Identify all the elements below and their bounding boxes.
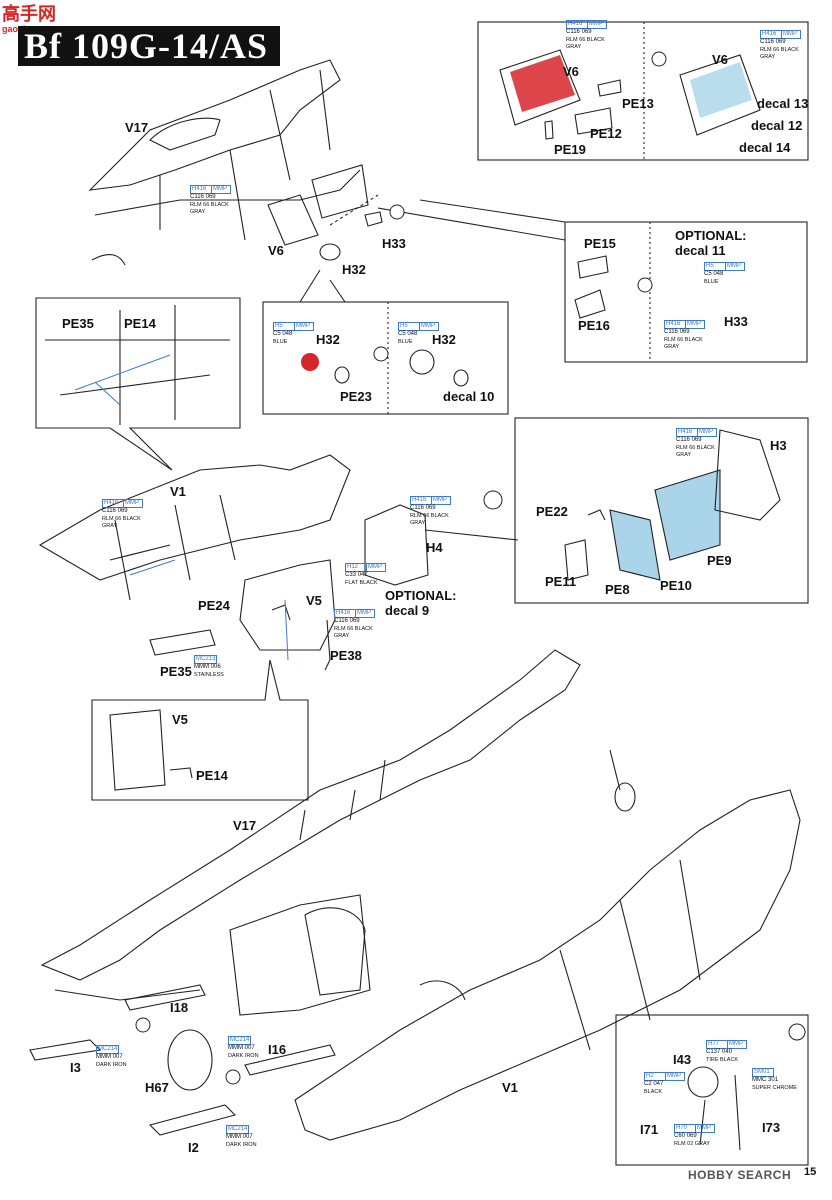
label-pe23: PE23 — [340, 389, 372, 404]
label-pe35-inset: PE35 — [62, 316, 94, 331]
label-optional-decal11: OPTIONAL: decal 11 — [675, 228, 747, 258]
label-i18: I18 — [170, 1000, 189, 1015]
label-pe8: PE8 — [605, 582, 630, 597]
label-pe9: PE9 — [707, 553, 732, 568]
label-h33: H33 — [382, 236, 406, 251]
label-v5: V5 — [306, 593, 322, 608]
page-number: 15 — [804, 1166, 817, 1178]
label-i2: I2 — [188, 1140, 199, 1155]
label-pe10: PE10 — [660, 578, 692, 593]
label-h32: H32 — [342, 262, 366, 277]
label-h32-red: H32 — [316, 332, 340, 347]
label-pe13: PE13 — [622, 96, 654, 111]
label-pe19: PE19 — [554, 142, 586, 157]
label-v17-bottom: V17 — [233, 818, 257, 833]
label-v1-mid: V1 — [170, 484, 186, 499]
label-optional-decal9: OPTIONAL: decal 9 — [385, 588, 457, 618]
footer-watermark: HOBBY SEARCH — [688, 1168, 792, 1182]
label-pe14-inset2: PE14 — [196, 768, 228, 783]
label-i73: I73 — [762, 1120, 781, 1135]
label-i43: I43 — [673, 1052, 692, 1067]
label-decal12: decal 12 — [751, 118, 803, 133]
label-pe16: PE16 — [578, 318, 610, 333]
label-v6-inset: V6 — [563, 64, 579, 79]
label-decal10: decal 10 — [443, 389, 495, 404]
label-pe11: PE11 — [545, 574, 577, 589]
label-decal13: decal 13 — [757, 96, 809, 111]
label-i71: I71 — [640, 1122, 659, 1137]
label-pe14-inset: PE14 — [124, 316, 156, 331]
label-v6: V6 — [268, 243, 284, 258]
label-pe38: PE38 — [330, 648, 362, 663]
label-h32-blue: H32 — [432, 332, 456, 347]
label-v6-inset2: V6 — [712, 52, 728, 67]
label-h3: H3 — [770, 438, 787, 453]
label-decal14: decal 14 — [739, 140, 791, 155]
label-pe24: PE24 — [198, 598, 230, 613]
label-i16: I16 — [268, 1042, 287, 1057]
label-v5-inset: V5 — [172, 712, 188, 727]
label-pe35: PE35 — [160, 664, 192, 679]
label-v17: V17 — [125, 120, 149, 135]
label-pe12: PE12 — [590, 126, 622, 141]
label-pe15: PE15 — [584, 236, 616, 251]
label-pe22: PE22 — [536, 504, 568, 519]
label-h33-optional: H33 — [724, 314, 748, 329]
watermark-logo: 高手网 — [2, 4, 56, 24]
label-h4: H4 — [426, 540, 443, 555]
page-title: Bf 109G-14/AS — [18, 26, 280, 66]
label-i3: I3 — [70, 1060, 81, 1075]
label-v1-bottom: V1 — [502, 1080, 518, 1095]
label-h67: H67 — [145, 1080, 169, 1095]
